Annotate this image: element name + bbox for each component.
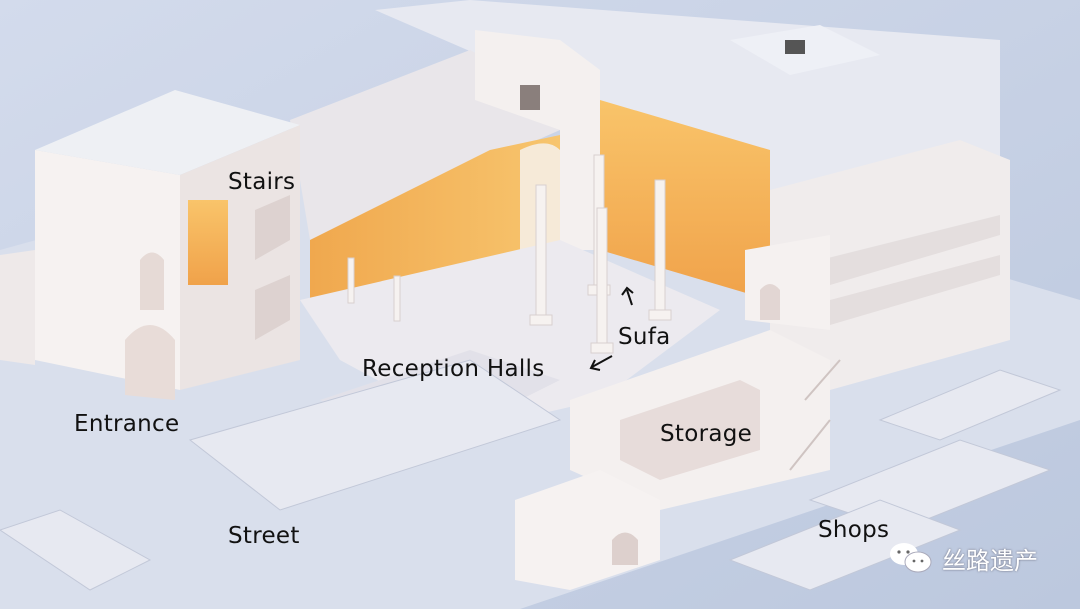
entrance-building-top bbox=[35, 90, 300, 175]
watermark: 丝路遗产 bbox=[888, 540, 1038, 576]
orange-wall-left bbox=[310, 135, 560, 310]
label-sufa: Sufa bbox=[618, 324, 671, 350]
label-entrance: Entrance bbox=[74, 411, 180, 437]
label-reception-halls: Reception Halls bbox=[362, 356, 545, 382]
label-shops: Shops bbox=[818, 517, 890, 543]
wechat-icon bbox=[890, 543, 932, 573]
label-storage: Storage bbox=[660, 421, 753, 447]
orange-wall-right bbox=[600, 100, 770, 300]
watermark-text: 丝路遗产 bbox=[942, 546, 1038, 575]
label-stairs: Stairs bbox=[228, 169, 296, 195]
label-street: Street bbox=[228, 523, 300, 549]
columns bbox=[347, 154, 672, 354]
sufa-arrows bbox=[589, 286, 634, 371]
